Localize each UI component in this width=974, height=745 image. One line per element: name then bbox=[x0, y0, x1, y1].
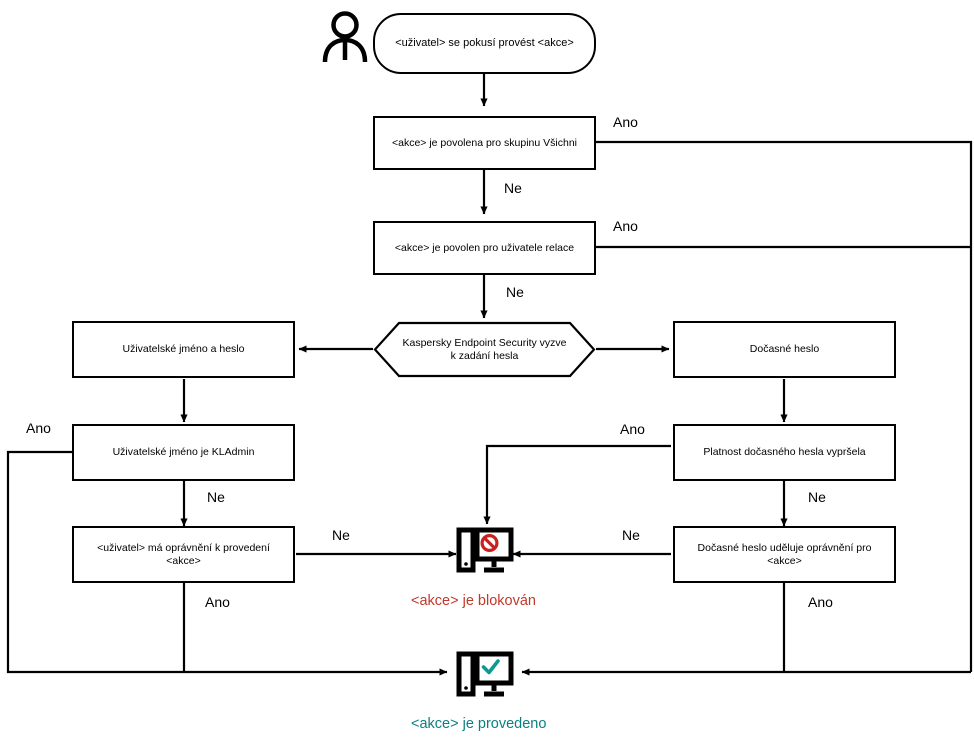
node-temp-password-expired[interactable]: Platnost dočasného hesla vypršela bbox=[673, 424, 896, 481]
edge-label-grants-yes: Ano bbox=[808, 594, 833, 610]
edge-label-grants-no: Ne bbox=[622, 527, 640, 543]
node-user-has-permission[interactable]: <uživatel> má oprávnění k provedení <akc… bbox=[72, 526, 295, 583]
node-username-password[interactable]: Uživatelské jméno a heslo bbox=[72, 321, 295, 378]
node-temporary-password[interactable]: Dočasné heslo bbox=[673, 321, 896, 378]
blocked-outcome-label: <akce> je blokován bbox=[411, 593, 536, 609]
node-temp-password-grants[interactable]: Dočasné heslo uděluje oprávnění pro <akc… bbox=[673, 526, 896, 583]
edge-label-kladmin-no: Ne bbox=[207, 489, 225, 505]
node-allowed-session-user[interactable]: <akce> je povolen pro uživatele relace bbox=[373, 221, 596, 275]
done-outcome-label: <akce> je provedeno bbox=[411, 716, 547, 732]
node-temp-password-grants-label: Dočasné heslo uděluje oprávnění pro <akc… bbox=[697, 541, 872, 567]
edge-label-allowed-everyone-yes: Ano bbox=[613, 114, 638, 130]
node-allowed-everyone-label: <akce> je povolena pro skupinu Všichni bbox=[391, 136, 578, 149]
edge-label-permission-no: Ne bbox=[332, 527, 350, 543]
node-username-kladmin[interactable]: Uživatelské jméno je KLAdmin bbox=[72, 424, 295, 481]
node-start-label: <uživatel> se pokusí provést <akce> bbox=[395, 37, 574, 49]
edge-label-allowed-everyone-no: Ne bbox=[504, 180, 522, 196]
edge-label-permission-yes: Ano bbox=[205, 594, 230, 610]
node-temp-password-expired-label: Platnost dočasného hesla vypršela bbox=[703, 446, 866, 458]
edge-label-expired-yes: Ano bbox=[620, 421, 645, 437]
user-icon bbox=[322, 10, 368, 71]
monitor-check-icon bbox=[456, 650, 514, 709]
monitor-blocked-icon bbox=[456, 526, 514, 585]
node-prompt-password[interactable]: Kaspersky Endpoint Security vyzve k zadá… bbox=[373, 321, 596, 378]
edge-label-allowed-session-yes: Ano bbox=[613, 218, 638, 234]
node-temporary-password-label: Dočasné heslo bbox=[749, 343, 820, 355]
hexagon-shape bbox=[373, 321, 596, 378]
node-prompt-password-label: Kaspersky Endpoint Security vyzve k zadá… bbox=[402, 336, 567, 362]
node-start[interactable]: <uživatel> se pokusí provést <akce> bbox=[373, 13, 596, 74]
node-user-has-permission-label: <uživatel> má oprávnění k provedení <akc… bbox=[97, 541, 270, 567]
edge-label-allowed-session-no: Ne bbox=[506, 284, 524, 300]
node-username-kladmin-label: Uživatelské jméno je KLAdmin bbox=[112, 446, 255, 458]
edge-label-kladmin-yes: Ano bbox=[26, 420, 51, 436]
node-username-password-label: Uživatelské jméno a heslo bbox=[122, 343, 245, 355]
node-allowed-everyone[interactable]: <akce> je povolena pro skupinu Všichni bbox=[373, 116, 596, 170]
node-allowed-session-user-label: <akce> je povolen pro uživatele relace bbox=[394, 241, 575, 254]
edge-label-expired-no: Ne bbox=[808, 489, 826, 505]
